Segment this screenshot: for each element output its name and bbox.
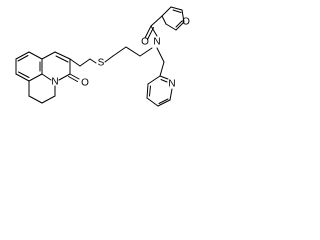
bond <box>15 51 30 60</box>
bond <box>146 97 159 107</box>
bond <box>150 15 163 27</box>
lactam-oxygen-label: O <box>81 78 89 89</box>
bond <box>150 25 158 37</box>
bond <box>144 25 152 39</box>
bond <box>41 73 52 81</box>
bond <box>69 58 81 67</box>
bond <box>18 71 30 78</box>
bond <box>175 21 185 31</box>
pyridine-nitrogen-label: N <box>168 79 175 90</box>
bond <box>28 51 43 60</box>
bond <box>158 98 169 104</box>
bond <box>58 73 71 81</box>
furan-oxygen-label: O <box>182 17 190 28</box>
bond <box>165 23 177 31</box>
bond <box>156 47 165 63</box>
bond <box>159 75 169 80</box>
bond <box>147 27 154 40</box>
bond <box>28 73 43 82</box>
bond <box>170 6 183 11</box>
bond <box>55 55 69 63</box>
bond <box>175 20 183 28</box>
bond <box>79 58 91 67</box>
bond <box>146 83 149 99</box>
bond <box>149 85 151 97</box>
bond <box>139 47 153 57</box>
bond <box>54 51 71 60</box>
thioether-sulfur-label: S <box>98 58 105 69</box>
bond <box>28 95 43 104</box>
bond <box>147 75 161 85</box>
bond <box>161 6 172 17</box>
bond <box>17 55 29 62</box>
bond <box>89 58 97 64</box>
bond <box>112 46 127 57</box>
amide-oxygen-label: O <box>141 37 149 48</box>
bond <box>15 73 30 82</box>
bond <box>69 73 80 80</box>
bond <box>68 76 78 82</box>
lactam-nitrogen-label: N <box>51 77 58 88</box>
bond <box>157 99 171 107</box>
bond <box>125 46 141 57</box>
bond <box>159 61 165 77</box>
atom-labels: O O N S N O N <box>51 17 190 90</box>
bond <box>181 9 185 23</box>
amide-nitrogen-label: N <box>153 37 160 48</box>
bond <box>169 88 173 101</box>
molecule-structure: O O N S N O N <box>15 6 190 107</box>
bond <box>104 55 114 63</box>
bond <box>41 95 56 104</box>
bond <box>160 79 168 83</box>
bond <box>172 9 182 13</box>
bond-lines <box>15 6 185 107</box>
bond <box>41 51 56 60</box>
bond <box>161 15 167 25</box>
